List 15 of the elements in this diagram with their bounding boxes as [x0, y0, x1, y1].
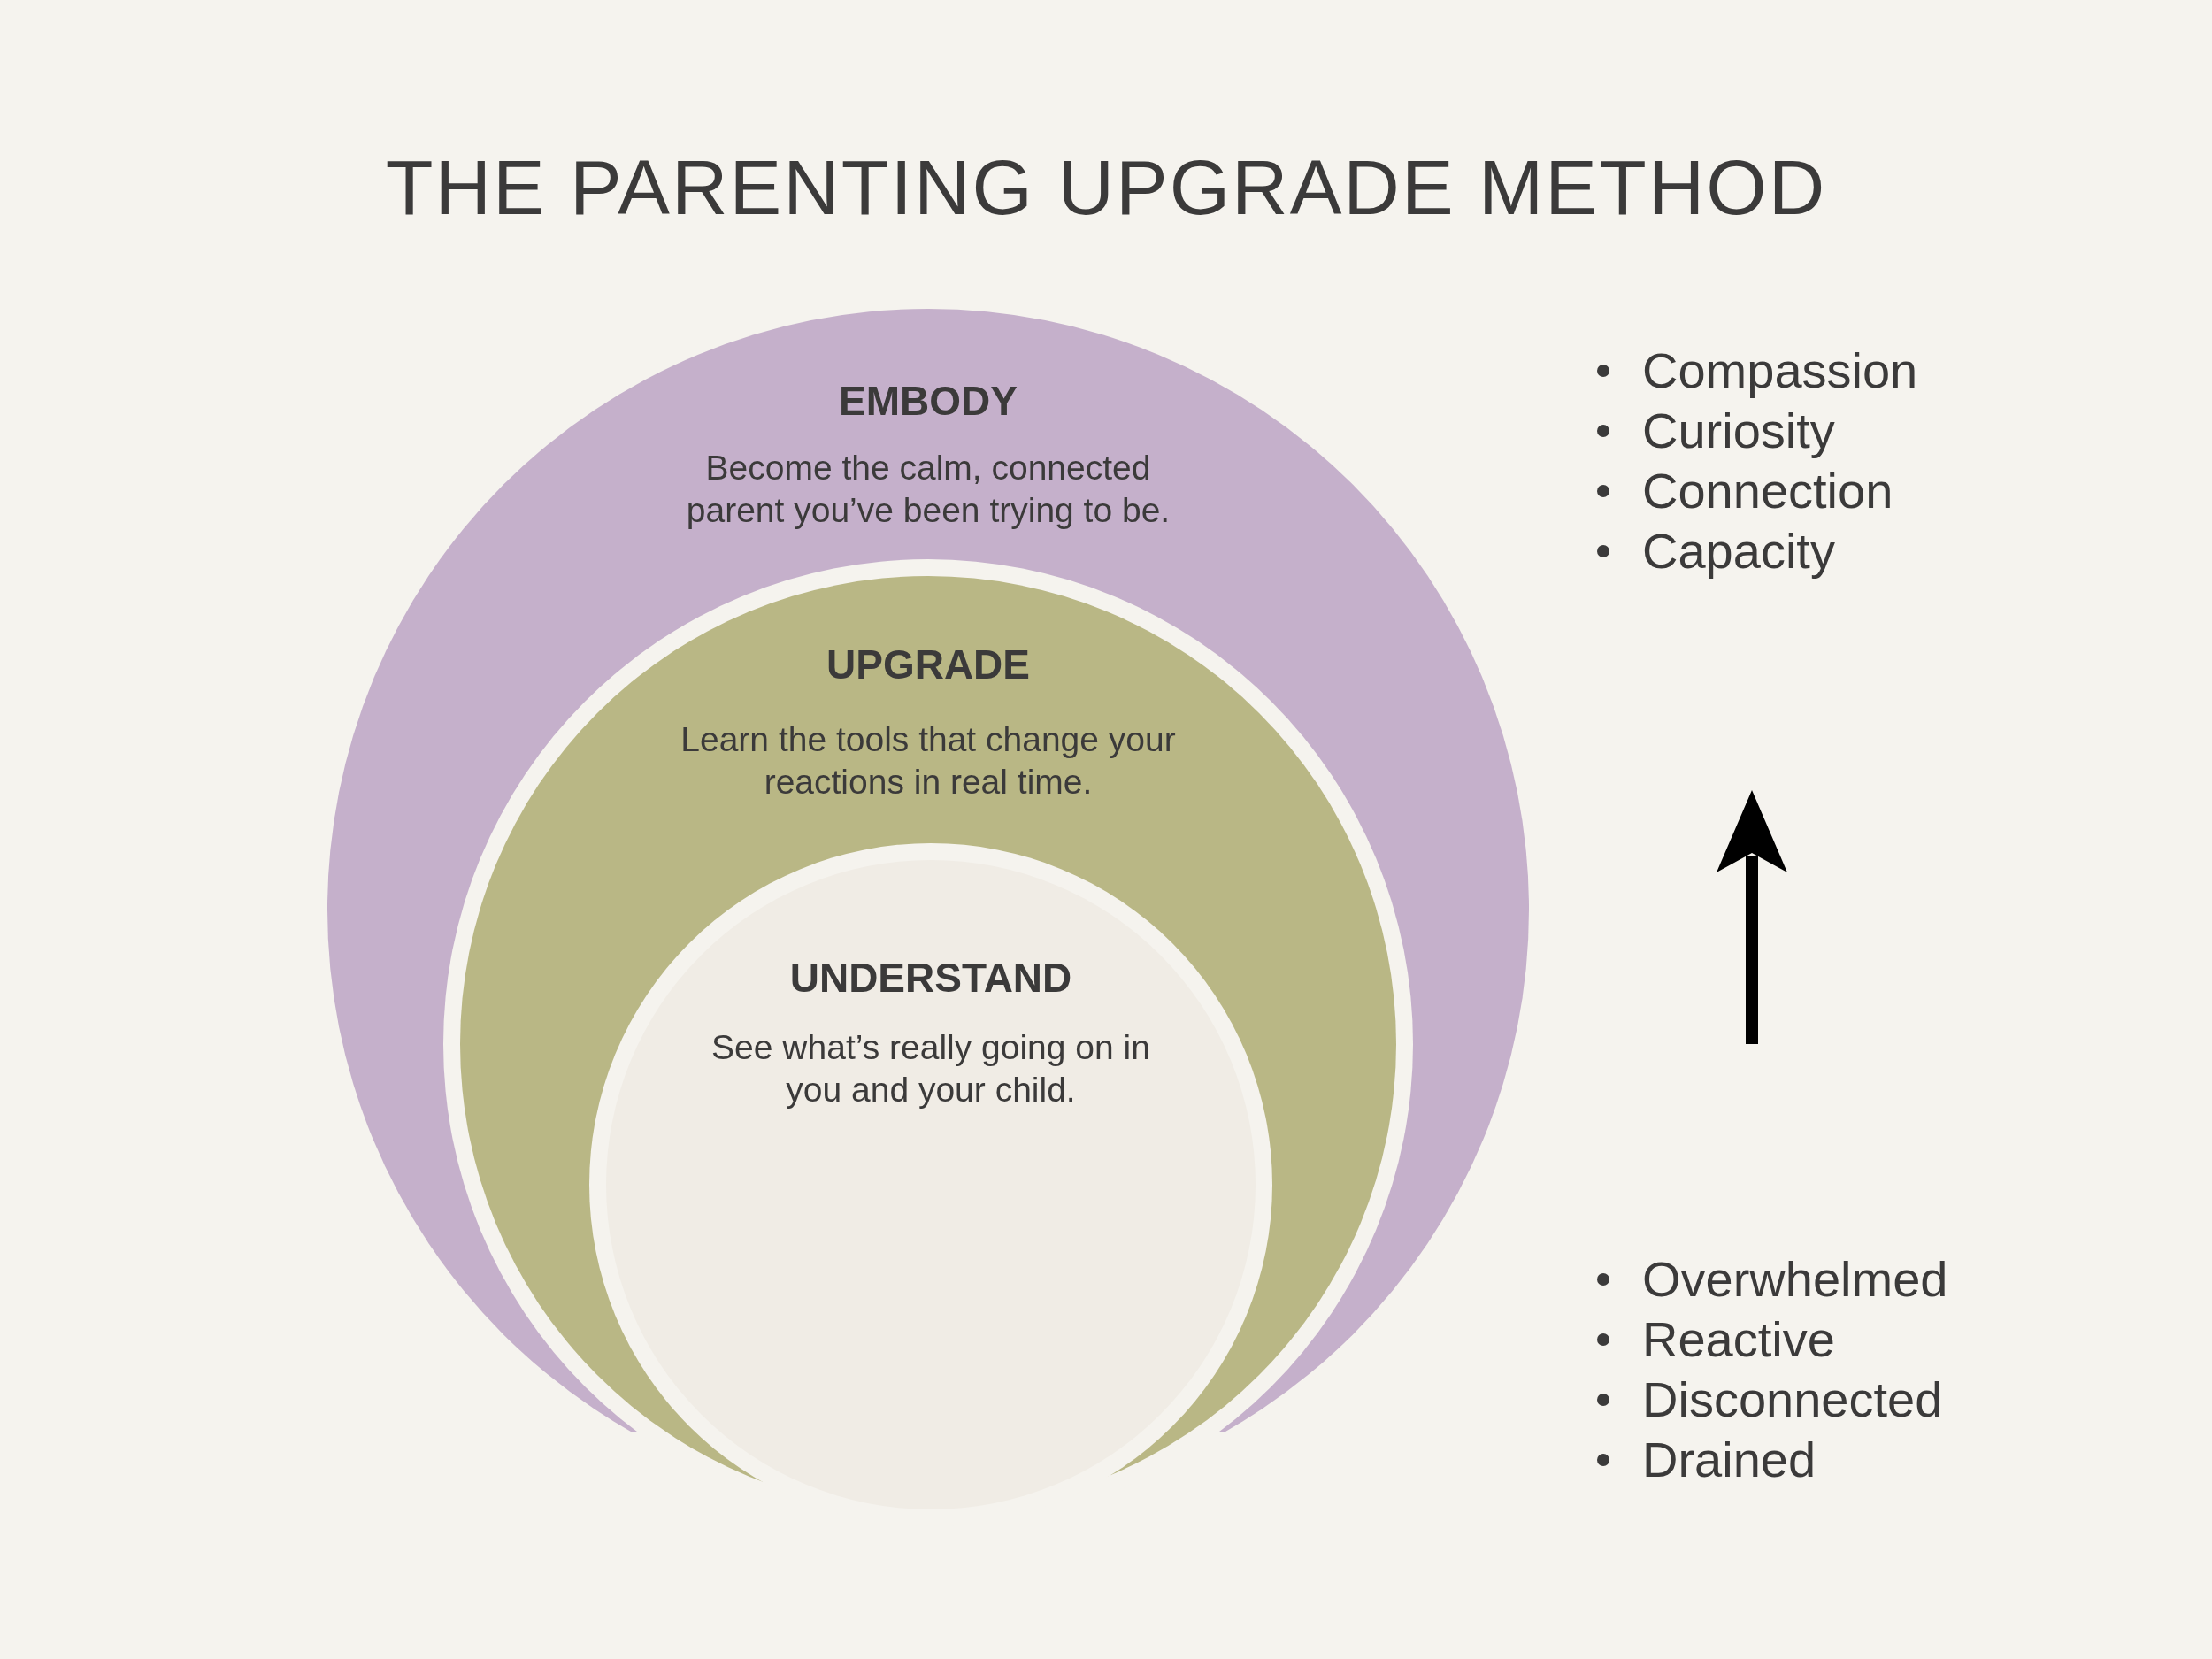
layer-heading: UPGRADE — [826, 644, 1031, 685]
layer-description: Become the calm, connected parent you’ve been trying to be. — [685, 448, 1171, 531]
list-item: Compassion — [1642, 342, 1918, 400]
title: THE PARENTING UPGRADE METHOD — [385, 149, 1827, 227]
list-item: Drained — [1642, 1431, 1816, 1489]
list-item: Overwhelmed — [1642, 1250, 1948, 1309]
list-item: Disconnected — [1642, 1371, 1943, 1429]
layer-description: See what’s really going on in you and your child. — [710, 1027, 1151, 1110]
layer-description: Learn the tools that change your reactions in real time. — [680, 719, 1177, 803]
list-item: Connection — [1642, 462, 1893, 520]
list-item: Capacity — [1642, 522, 1835, 580]
layer-heading: UNDERSTAND — [788, 957, 1073, 998]
layer-heading: EMBODY — [838, 380, 1018, 421]
list-item: Reactive — [1642, 1310, 1835, 1369]
list-item: Curiosity — [1642, 402, 1835, 460]
